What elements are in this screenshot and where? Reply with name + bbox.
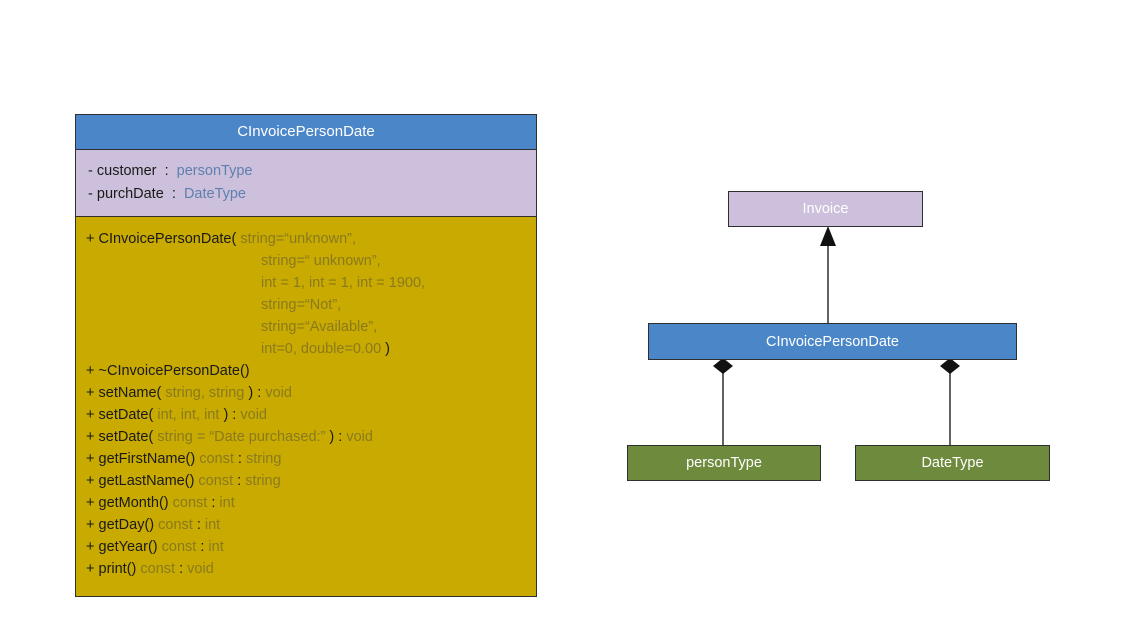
node-datetype-label: DateType <box>921 455 984 471</box>
class-box-attributes: - customer : personType - purchDate : Da… <box>76 150 536 217</box>
attribute-separator: : <box>171 185 176 202</box>
method-row: + ~CInvoicePersonDate() <box>86 360 536 382</box>
method-prefix: + <box>86 407 99 423</box>
method-separator: : <box>334 429 347 445</box>
method-return-type: void <box>346 429 373 445</box>
method-params: string = “Date purchased:” <box>153 429 330 445</box>
method-row: + getDay() const : int <box>86 514 536 536</box>
method-row: + getYear() const : int <box>86 536 536 558</box>
method-params: string, string <box>161 385 249 401</box>
method-name: setDate( <box>98 407 154 423</box>
method-name: setName( <box>98 385 162 401</box>
method-params: const <box>195 451 234 467</box>
method-name: getMonth() <box>98 495 169 511</box>
method-row: + getFirstName() const : string <box>86 448 536 470</box>
method-row: + print() const : void <box>86 558 536 580</box>
method-row: + getLastName() const : string <box>86 470 536 492</box>
method-name: getDay() <box>98 517 155 533</box>
method-prefix: + <box>86 517 99 533</box>
method-separator: : <box>196 539 209 555</box>
composition-diamond-icon-person <box>713 358 733 374</box>
constructor-head: + CInvoicePersonDate( <box>86 231 237 247</box>
attribute-visibility: - <box>88 163 93 179</box>
attribute-type: personType <box>176 163 253 179</box>
method-params: const <box>136 561 176 577</box>
attribute-visibility: - <box>88 185 93 202</box>
class-box-methods: + CInvoicePersonDate( string=“unknown”, … <box>76 217 536 596</box>
method-return-type: int <box>204 517 221 533</box>
method-return-type: string <box>245 451 282 467</box>
constructor-param: int=0, double=0.00 <box>261 341 382 357</box>
method-return-type: void <box>240 407 267 423</box>
method-prefix: + <box>86 429 99 445</box>
method-params: const <box>168 495 208 511</box>
node-cinvoicepersondate-label: CInvoicePersonDate <box>766 333 899 350</box>
attribute-row: - customer : personType <box>88 160 536 183</box>
class-box-title: CInvoicePersonDate <box>76 115 536 150</box>
composition-diamond-icon-date <box>940 358 960 374</box>
attribute-name: customer <box>96 163 157 179</box>
class-box-cinvoicepersondate: CInvoicePersonDate - customer : personTy… <box>75 114 537 597</box>
method-name: getFirstName() <box>98 451 196 467</box>
attribute-separator: : <box>164 163 169 179</box>
constructor-param-line: int = 1, int = 1, int = 1900, <box>261 275 426 291</box>
method-qualifier: ) <box>329 429 335 445</box>
method-name: ~CInvoicePersonDate() <box>98 363 250 379</box>
constructor-closing-paren: ) <box>385 341 391 357</box>
method-name: getLastName() <box>98 473 195 489</box>
method-name: getYear() <box>98 539 158 555</box>
method-qualifier: ) <box>223 407 229 423</box>
method-row: + setName( string, string ) : void <box>86 382 536 404</box>
node-invoice-label: Invoice <box>802 201 849 217</box>
constructor-param-line: string=“Not”, <box>261 297 342 313</box>
method-separator: : <box>233 473 246 489</box>
method-params: const <box>194 473 234 489</box>
constructor-param-line: int=0, double=0.00 ) <box>86 338 536 360</box>
constructor-param: string=“unknown”, <box>240 231 356 247</box>
method-prefix: + <box>86 363 99 379</box>
attribute-type: DateType <box>183 185 247 202</box>
method-prefix: + <box>86 473 99 489</box>
method-prefix: + <box>86 539 99 555</box>
node-cinvoicepersondate: CInvoicePersonDate <box>648 323 1017 360</box>
constructor-param-line: string=“Available”, <box>261 319 378 335</box>
inheritance-arrowhead-icon <box>820 226 836 246</box>
method-prefix: + <box>86 385 99 401</box>
method-name: setDate( <box>98 429 154 445</box>
method-separator: : <box>253 385 266 401</box>
method-prefix: + <box>86 451 99 467</box>
method-row: + getMonth() const : int <box>86 492 536 514</box>
node-persontype: personType <box>627 445 821 481</box>
method-return-type: void <box>265 385 292 401</box>
node-invoice: Invoice <box>728 191 923 227</box>
node-datetype: DateType <box>855 445 1050 481</box>
method-separator: : <box>192 517 205 533</box>
method-separator: : <box>233 451 246 467</box>
method-separator: : <box>207 495 220 511</box>
method-params: const <box>154 517 193 533</box>
method-params: int, int, int <box>153 407 224 423</box>
method-row: + setDate( string = “Date purchased:” ) … <box>86 426 536 448</box>
method-params: const <box>157 539 197 555</box>
method-prefix: + <box>86 561 99 577</box>
attribute-row: - purchDate : DateType <box>88 183 536 206</box>
method-prefix: + <box>86 495 99 511</box>
method-return-type: void <box>187 561 214 577</box>
node-persontype-label: personType <box>686 455 762 471</box>
method-row: + setDate( int, int, int ) : void <box>86 404 536 426</box>
method-return-type: int <box>219 495 235 511</box>
method-separator: : <box>228 407 241 423</box>
method-qualifier: ) <box>248 385 254 401</box>
constructor-signature-line: + CInvoicePersonDate( string=“unknown”, <box>86 228 536 250</box>
attribute-name: purchDate <box>96 185 164 202</box>
constructor-param-line: string=“ unknown”, <box>261 253 381 269</box>
method-separator: : <box>175 561 188 577</box>
method-return-type: int <box>208 539 224 555</box>
method-name: print() <box>98 561 137 577</box>
method-return-type: string <box>245 473 281 489</box>
